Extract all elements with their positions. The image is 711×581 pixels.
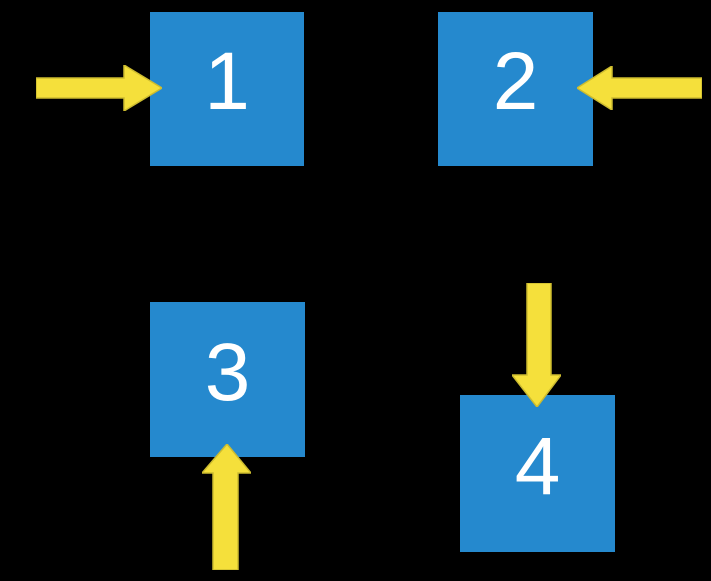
arrow-down-icon: [512, 283, 561, 407]
square-2: 2: [438, 12, 593, 166]
arrow-right-icon: [36, 65, 162, 111]
square-4-label: 4: [514, 420, 561, 512]
square-3: 3: [150, 302, 305, 457]
square-1: 1: [150, 12, 304, 166]
square-1-label: 1: [204, 36, 250, 127]
arrow-left-icon: [577, 66, 702, 110]
square-4: 4: [460, 395, 615, 552]
arrow-up-icon: [202, 444, 251, 570]
square-3-label: 3: [204, 326, 251, 418]
square-2-label: 2: [492, 36, 539, 127]
